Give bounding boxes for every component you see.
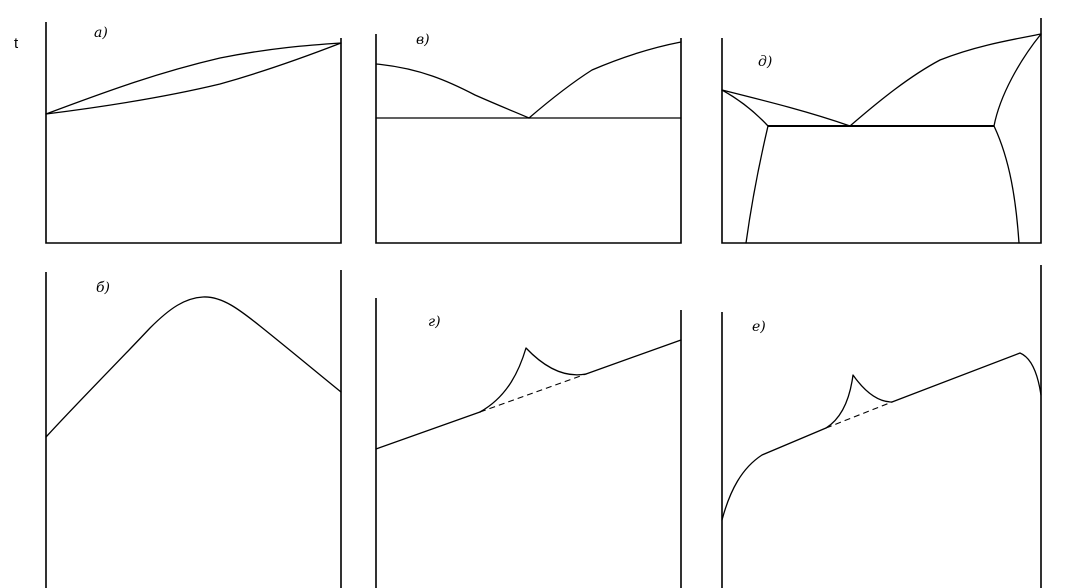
- panel-g-line-right: [585, 339, 682, 375]
- panel-g-label: г): [428, 314, 441, 330]
- panel-d-liquidus-left: [721, 89, 851, 127]
- panel-v-liquidus-left: [375, 63, 530, 119]
- panel-b: б): [45, 270, 342, 588]
- panel-v-liquidus-right: [528, 41, 682, 119]
- panel-d-liquidus-right: [849, 33, 1042, 127]
- panel-e-frame: [721, 265, 1042, 588]
- panel-v: в): [375, 32, 682, 244]
- panel-d-frame: [721, 18, 1042, 244]
- panel-a-label: а): [94, 25, 108, 41]
- panel-g-peak: [479, 347, 587, 413]
- panel-e-dashed-line: [825, 401, 893, 429]
- panel-e: е): [721, 265, 1042, 588]
- panel-g-frame: [375, 298, 682, 588]
- panel-a: а): [45, 22, 342, 244]
- panel-e-rise-left: [721, 427, 827, 521]
- panel-e-peak: [825, 374, 893, 429]
- panel-v-label: в): [416, 32, 430, 48]
- panel-b-label: б): [96, 280, 110, 296]
- panel-d: д): [721, 18, 1042, 244]
- panel-d-solvus-right: [993, 125, 1020, 244]
- panel-b-frame: [45, 270, 342, 588]
- panel-b-curve: [45, 296, 342, 438]
- panel-d-label: д): [758, 54, 772, 70]
- panel-g-dashed-line: [479, 373, 587, 413]
- panel-e-line-right: [891, 352, 1042, 403]
- panel-v-frame: [375, 34, 682, 244]
- panel-a-solidus: [45, 42, 342, 115]
- panel-g-line-left: [375, 411, 481, 450]
- panel-g: г): [375, 298, 682, 588]
- panel-d-solidus-right: [993, 33, 1042, 127]
- panel-d-solvus-left: [745, 125, 769, 244]
- panel-a-frame: [45, 22, 342, 244]
- panel-a-liquidus: [45, 42, 342, 115]
- panel-e-label: е): [752, 319, 766, 335]
- panel-d-solidus-left: [721, 89, 769, 127]
- temperature-axis-label: t: [14, 35, 19, 52]
